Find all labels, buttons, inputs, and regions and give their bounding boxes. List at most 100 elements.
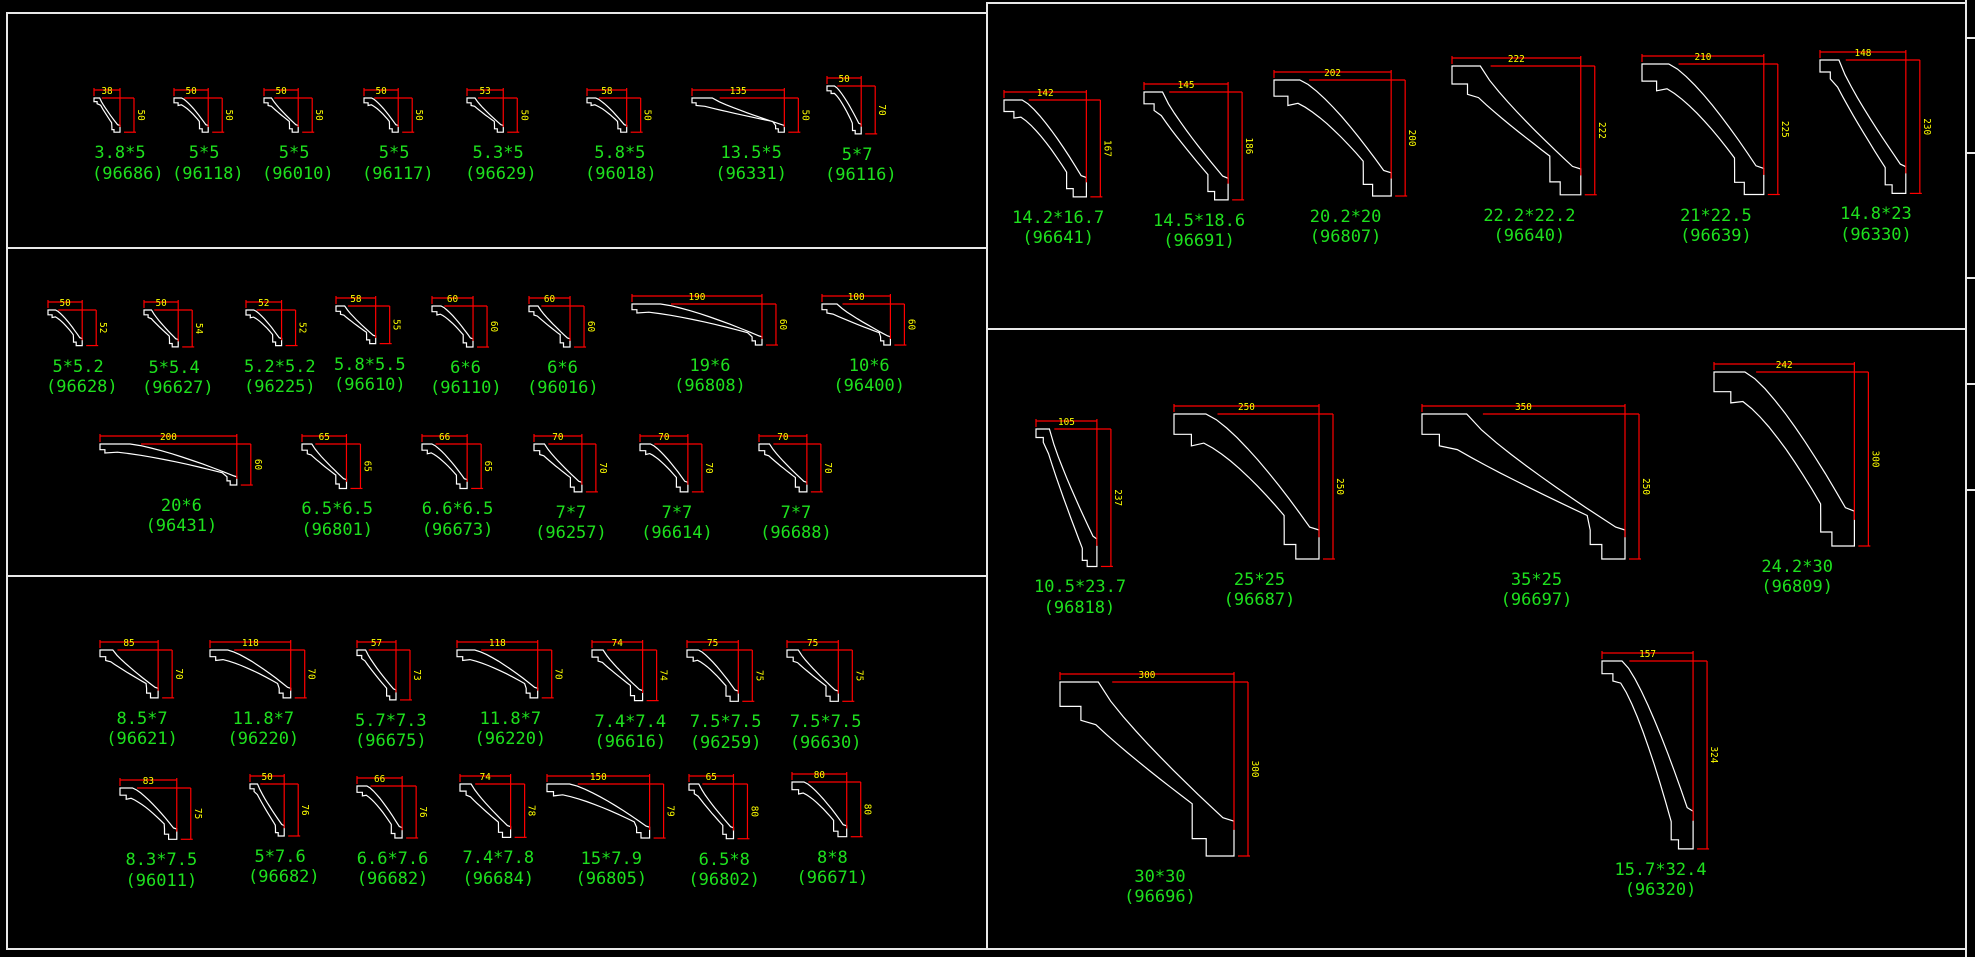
profile-code-label: (96010) [262,163,334,184]
width-dimension-text: 65 [706,772,717,783]
profile-size-label: 10*6 [848,356,890,377]
profile-code-label: (96808) [674,376,746,397]
profile-code-label: (96641) [1022,228,1094,249]
molding-profile-outline [421,443,468,490]
profile-code-label: (96110) [430,378,502,399]
height-dimension-text: 200 [1406,130,1417,147]
width-dimension-text: 83 [143,776,154,787]
profile-size-label: 19*6 [689,356,731,377]
height-dimension-text: 324 [1708,747,1719,764]
profile-size-label: 14.5*18.6 [1152,210,1246,231]
molding-profile-outline [1641,63,1765,196]
height-dimension-text: 52 [297,322,308,333]
height-dimension-text: 222 [1596,122,1607,139]
profile-size-label: 6*6 [450,358,481,379]
height-dimension-text: 60 [777,319,788,331]
width-dimension-text: 222 [1508,54,1525,65]
profile-size-label: 35*25 [1510,570,1563,590]
molding-profile-outline [1421,413,1626,560]
molding-profile-outline [47,309,83,347]
profile-size-label: 15.7*32.4 [1614,859,1707,880]
molding-profile-outline [1059,681,1235,857]
molding-profile-outline [99,443,238,486]
molding-profile-outline [528,305,571,348]
profile-code-label: (96220) [227,729,300,750]
profile-code-label: (96116) [825,165,897,186]
width-dimension-text: 50 [59,298,71,309]
molding-profile-outline [786,649,839,702]
height-dimension-text: 76 [417,806,428,818]
profile-size-label: 11.8*7 [479,708,542,729]
width-dimension-text: 74 [612,638,624,649]
molding-profile-outline [356,649,397,701]
molding-profile-outline [249,783,285,837]
width-dimension-text: 38 [101,86,113,97]
profile-size-label: 21*22.5 [1680,205,1752,226]
profile-code-label: (96259) [689,732,762,753]
profile-code-label: (96118) [172,163,244,184]
profile-code-label: (96628) [46,376,118,397]
width-dimension-text: 50 [155,298,167,309]
molding-profile-outline [1601,660,1694,850]
profile-size-label: 13.5*5 [720,143,782,164]
molding-profile-outline [533,443,583,493]
profile-size-label: 8*8 [817,847,848,868]
width-dimension-text: 118 [489,638,506,649]
molding-profile-outline [1273,79,1392,197]
width-dimension-text: 80 [814,770,826,781]
profile-drawing: 80 80 [791,770,873,838]
height-dimension-text: 300 [1249,761,1260,778]
profile-code-label: (96610) [334,375,406,396]
profile-code-label: (96686) [92,163,164,184]
profile-size-label: 7*7 [555,502,587,523]
molding-profile-outline [639,443,689,493]
profile-code-label: (96629) [465,163,537,184]
molding-profile-outline [1035,428,1098,568]
profile-size-label: 7*7 [780,502,812,523]
molding-profile-outline [245,309,283,347]
height-dimension-text: 186 [1243,137,1254,154]
height-dimension-text: 50 [518,109,529,121]
height-dimension-text: 70 [553,668,564,680]
profile-code-label: (96616) [594,732,667,753]
height-dimension-text: 70 [822,462,833,474]
molding-profile-outline [591,649,644,702]
profile-size-label: 7.5*7.5 [789,712,862,733]
molding-profile-outline [1713,371,1855,547]
profile-drawing: 65 80 [688,772,759,840]
width-dimension-text: 85 [123,638,134,649]
profile-size-label: 7.5*7.5 [689,712,762,733]
width-dimension-text: 70 [658,432,670,443]
profile-code-label: (96671) [796,868,869,889]
profile-size-label: 5*5 [378,143,410,164]
height-dimension-text: 75 [192,808,203,819]
profile-code-label: (96684) [462,868,535,889]
molding-profile-outline [546,783,651,839]
height-dimension-text: 80 [862,804,873,816]
height-dimension-text: 74 [658,670,669,682]
profile-code-label: (96400) [833,376,906,397]
height-dimension-text: 80 [748,806,759,818]
width-dimension-text: 57 [371,638,382,649]
width-dimension-text: 148 [1854,48,1871,59]
